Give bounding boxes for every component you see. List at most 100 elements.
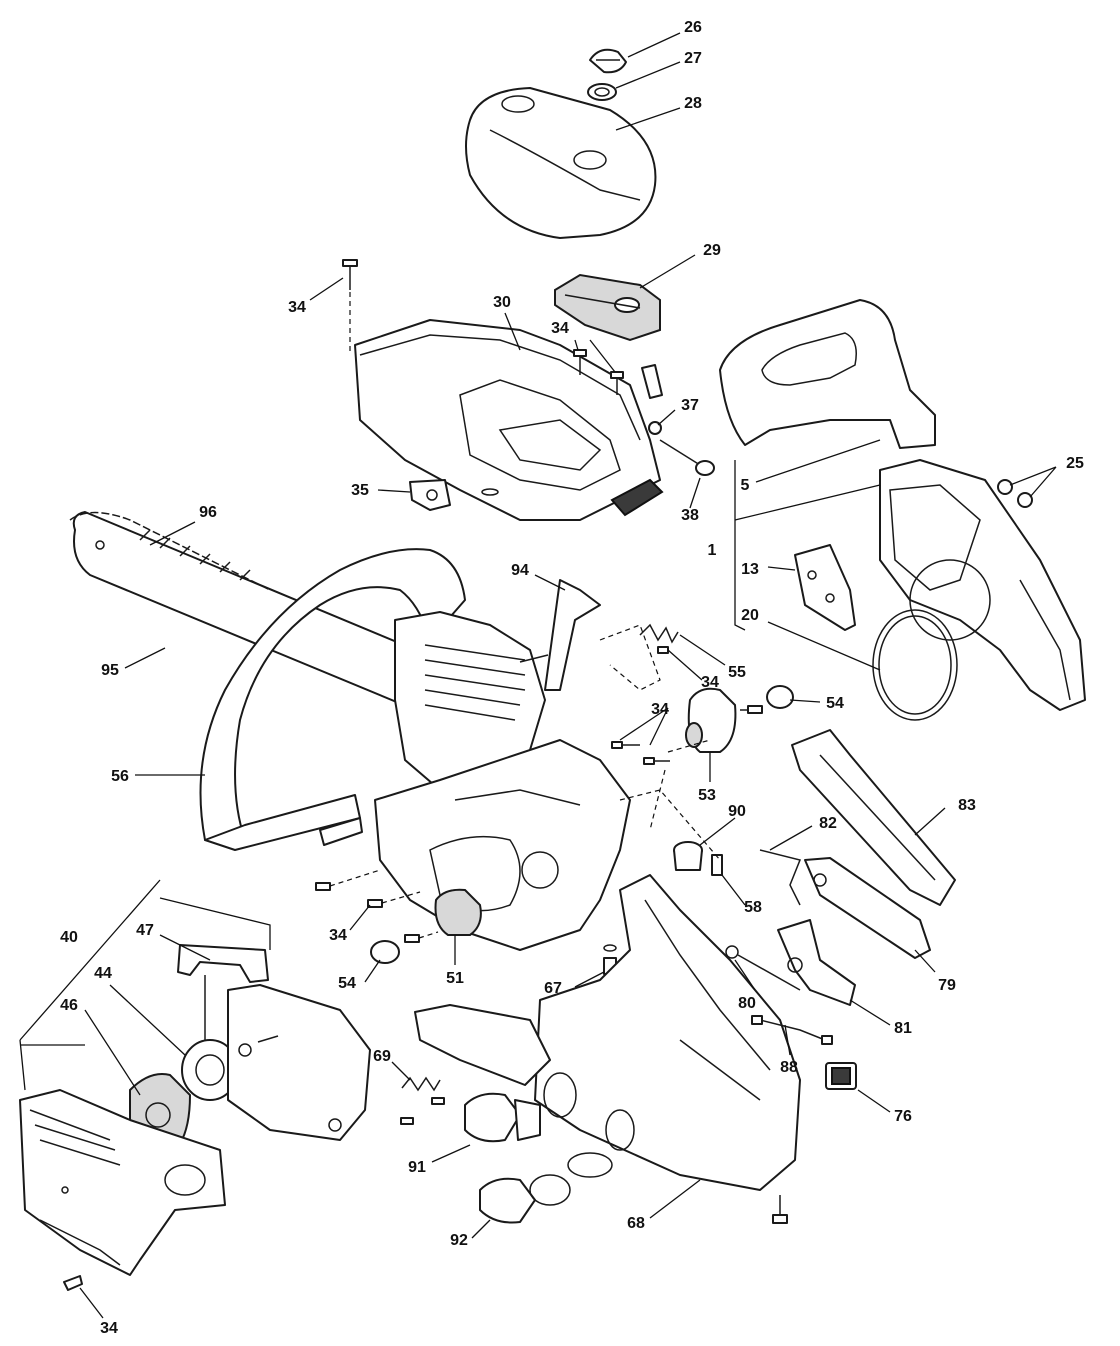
label-34-lower: 34: [329, 927, 347, 944]
label-96: 96: [199, 504, 217, 521]
label-91: 91: [408, 1159, 426, 1176]
group-40-bracket: [19, 1039, 85, 1091]
part-53-mount: [685, 687, 737, 753]
label-34-mid: 34: [701, 674, 719, 691]
part-82-rod: [759, 849, 802, 906]
part-20-brake-band: [872, 609, 958, 721]
label-5: 5: [741, 477, 750, 494]
part-crankcase: [374, 739, 631, 951]
part-55-spring: [639, 623, 679, 644]
label-26: 26: [684, 19, 702, 36]
part-83-cover: [791, 729, 956, 906]
label-56: 56: [111, 768, 129, 785]
group-1-bracket: [734, 460, 746, 631]
group-40-lines: [19, 879, 271, 1041]
label-55: 55: [728, 664, 746, 681]
part-30-housing: [354, 319, 661, 521]
label-69: 69: [373, 1048, 391, 1065]
part-69-spring: [401, 1076, 441, 1092]
part-54-cap-top: [766, 685, 794, 709]
part-90-grommet: [673, 841, 703, 871]
part-94-bracket: [544, 579, 601, 691]
label-54-top: 54: [826, 695, 844, 712]
label-1: 1: [708, 542, 717, 559]
part-26-cap-knob: [589, 48, 627, 74]
label-94: 94: [511, 562, 529, 579]
label-34-top: 34: [288, 299, 306, 316]
screw-near-54: [740, 705, 763, 714]
label-79: 79: [938, 977, 956, 994]
label-28: 28: [684, 95, 702, 112]
part-starter-plate: [227, 984, 371, 1141]
label-25: 25: [1066, 455, 1084, 472]
label-30: 30: [493, 294, 511, 311]
part-small-plate: [641, 364, 663, 399]
screw-69-a: [400, 1117, 414, 1125]
label-34-housing: 34: [551, 320, 569, 337]
screw-34-mid-a: [657, 646, 669, 654]
part-81-throttle: [777, 919, 856, 1006]
label-81: 81: [894, 1020, 912, 1037]
label-44: 44: [94, 965, 112, 982]
callout-labels: 26 27 28 29 30 34 34 37 38 35 5 25 1 13 …: [60, 19, 1084, 1337]
label-88: 88: [780, 1059, 798, 1076]
label-27: 27: [684, 50, 702, 67]
part-76-switch: [825, 1062, 857, 1090]
part-96-chain: [69, 511, 271, 591]
label-38: 38: [681, 507, 699, 524]
part-79-lever: [804, 857, 931, 959]
screw-34-top: [342, 259, 358, 290]
part-51-mount: [434, 888, 482, 936]
part-27-washer: [587, 83, 617, 101]
part-88-wire: [751, 1015, 833, 1045]
screw-34-lower-b: [367, 899, 383, 908]
part-pad: [610, 478, 664, 517]
part-38-pin: [659, 439, 715, 476]
label-82: 82: [819, 815, 837, 832]
screw-34-mid-c: [643, 757, 670, 765]
label-46: 46: [60, 997, 78, 1014]
part-handle-bracket: [319, 817, 363, 846]
label-34-bottom: 34: [100, 1320, 118, 1337]
part-13-plate: [794, 544, 856, 631]
part-56-front-handle: [199, 548, 466, 851]
label-29: 29: [703, 242, 721, 259]
part-28-top-cover: [465, 87, 657, 239]
screw-34-mid-b: [611, 741, 640, 749]
part-91-cap: [464, 1092, 541, 1143]
label-51: 51: [446, 970, 464, 987]
assembly-dashed-lines: [599, 624, 721, 861]
label-95: 95: [101, 662, 119, 679]
part-29-air-filter: [554, 273, 661, 342]
screw-34-housing-a: [573, 349, 587, 375]
label-54-lower: 54: [338, 975, 356, 992]
part-starter-cover: [19, 1089, 226, 1276]
screw-34-housing-b: [610, 371, 624, 395]
part-44-pulley: [181, 1039, 239, 1101]
label-58: 58: [744, 899, 762, 916]
label-20: 20: [741, 607, 759, 624]
label-53: 53: [698, 787, 716, 804]
part-92-cap: [479, 1152, 613, 1224]
part-25-nuts: [997, 479, 1033, 508]
label-90: 90: [728, 803, 746, 820]
label-76: 76: [894, 1108, 912, 1125]
part-58-pin: [711, 854, 723, 876]
part-47-starter-handle: [177, 944, 269, 1045]
part-35-bracket: [409, 479, 451, 511]
label-47: 47: [136, 922, 154, 939]
label-80: 80: [738, 995, 756, 1012]
screw-34-lower-a: [315, 882, 331, 891]
screw-68: [772, 1195, 788, 1224]
screw-69-b: [431, 1097, 445, 1105]
label-67: 67: [544, 980, 562, 997]
part-1-clutch-cover: [879, 459, 1086, 711]
label-13: 13: [741, 561, 759, 578]
label-92: 92: [450, 1232, 468, 1249]
screw-34-lower-c: [404, 934, 420, 943]
part-68-tank-housing: [534, 874, 801, 1191]
part-5-rear-handle: [719, 299, 936, 449]
label-34-mid-b: 34: [651, 701, 669, 718]
leader-lines: [79, 32, 1057, 1319]
